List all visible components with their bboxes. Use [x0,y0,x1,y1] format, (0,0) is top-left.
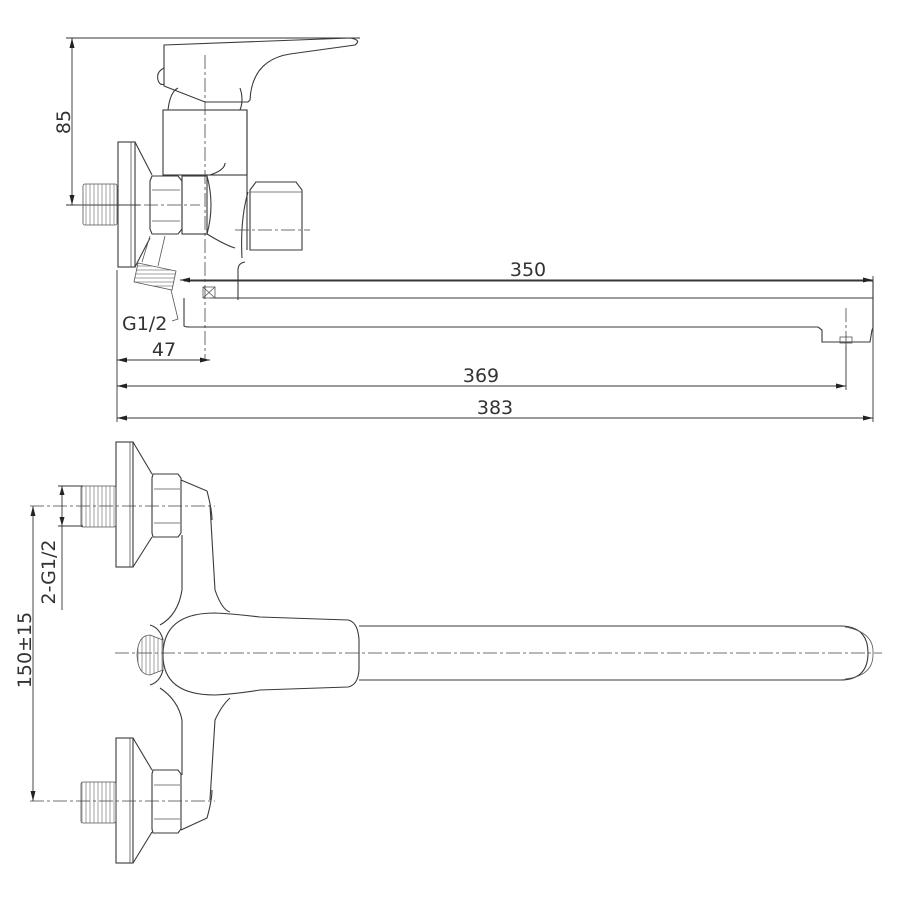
dimension-2-g12: 2-G1/2 [38,485,83,610]
outlet-thread-label: G1/2 [122,313,167,335]
lower-inlet-assembly [80,737,213,864]
dimension-85-label: 85 [53,110,75,134]
diverter-knob [241,181,303,259]
inlet-thread [82,183,118,226]
inlet-threads-label: 2-G1/2 [38,540,60,605]
thread-callout-g12: G1/2 [122,289,179,335]
dimension-350-label: 350 [510,259,546,281]
hex-nut [149,175,212,235]
side-centerlines [75,55,847,360]
central-body [136,612,360,696]
top-view: 2-G1/2 150±15 [14,441,882,864]
lever-handle [157,37,359,103]
dimension-47-label: 47 [152,339,176,361]
dimension-350: 350 [180,259,873,283]
wall-flange [117,141,153,268]
dimension-383-label: 383 [477,397,513,419]
spout-top [359,625,874,681]
upper-inlet-assembly [80,441,213,568]
top-centerlines [30,505,882,802]
dimension-150: 150±15 [14,506,36,801]
dimension-47: 47 [116,270,210,422]
body-arms [159,504,231,801]
side-view: 85 [53,37,874,422]
dimension-369-label: 369 [463,365,499,387]
dimension-383: 383 [117,276,874,422]
inlet-spacing-label: 150±15 [14,612,36,688]
outlet-angled-thread [133,235,177,291]
dimension-369: 369 [117,345,847,390]
